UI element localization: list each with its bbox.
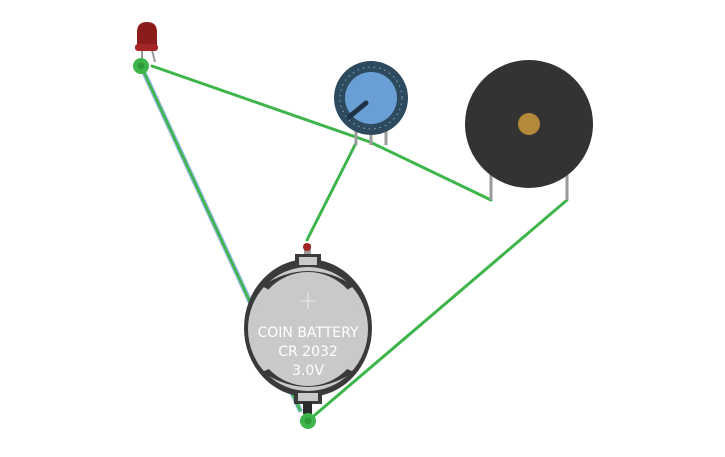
- wire-buzzer-to-battery[interactable]: [307, 198, 569, 422]
- led-terminal-center: [137, 62, 145, 70]
- potentiometer-knob[interactable]: [334, 61, 408, 145]
- led-dome: [137, 22, 157, 46]
- battery-bottom-clip-inner: [298, 393, 318, 401]
- battery-positive-lead: [304, 244, 311, 258]
- battery-label-line1: COIN BATTERY: [257, 325, 358, 341]
- coin-cell-holder[interactable]: + COIN BATTERY CR 2032 3.0V: [244, 243, 372, 429]
- battery-negative-lead: [303, 402, 312, 414]
- pot-tick-ring: [339, 66, 403, 130]
- battery-label-line3: 3.0V: [292, 363, 324, 379]
- battery-top-clip-inner: [299, 257, 317, 265]
- battery-label-line2: CR 2032: [278, 344, 338, 360]
- led-red[interactable]: [133, 22, 158, 74]
- led-rim: [135, 44, 158, 51]
- battery-face-inner: [253, 272, 363, 386]
- battery-plus-symbol: +: [297, 286, 319, 316]
- battery-negative-terminal-center: [304, 417, 312, 425]
- piezo-buzzer[interactable]: [465, 60, 593, 200]
- wire-pot-to-battery[interactable]: [305, 141, 358, 242]
- led-leg-right: [151, 49, 156, 63]
- buzzer-center: [518, 113, 540, 135]
- wire-led-to-buzzer[interactable]: [150, 64, 493, 202]
- battery-positive-terminal[interactable]: [303, 243, 311, 251]
- pot-pointer: [346, 100, 369, 120]
